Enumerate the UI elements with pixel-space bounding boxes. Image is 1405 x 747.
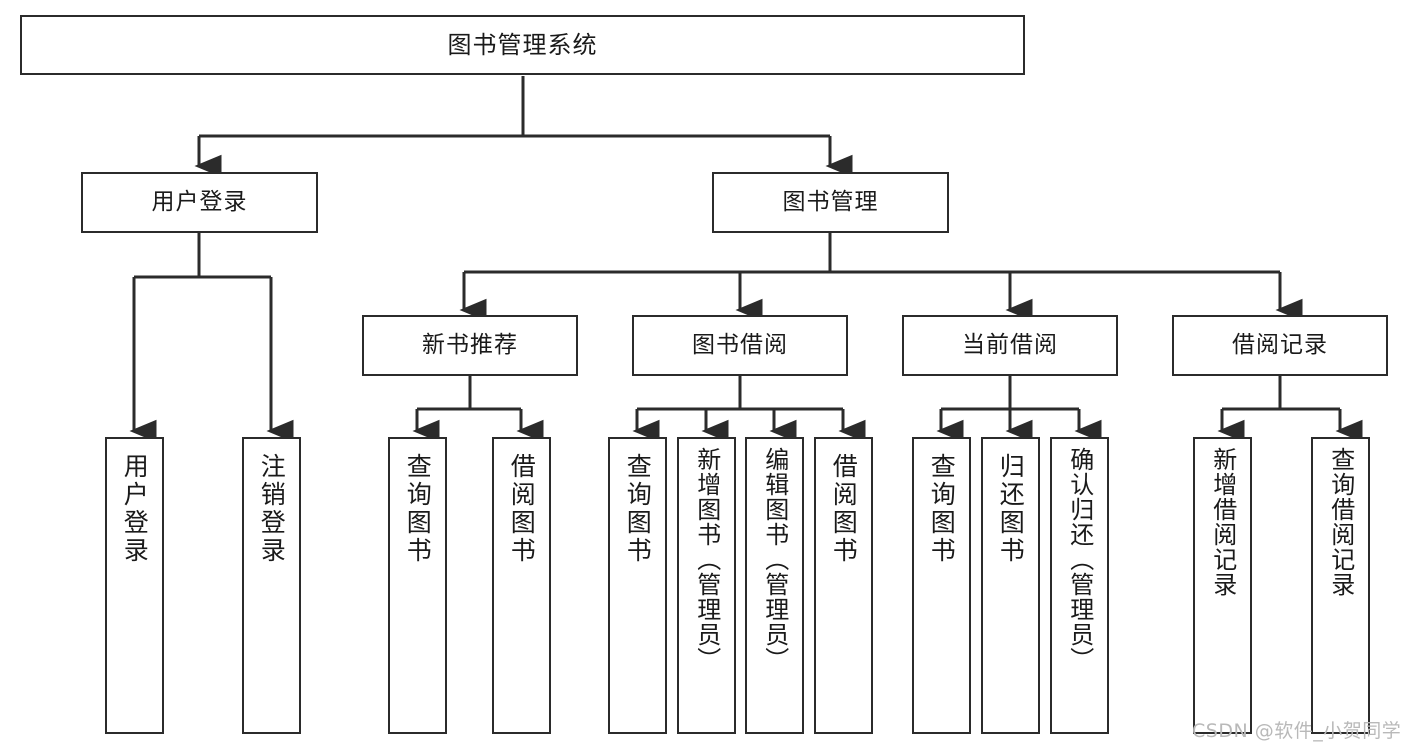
- node-leaf-query-record-label: 查询借阅记录: [1326, 447, 1355, 597]
- node-leaf-logout-login[interactable]: 注销登录: [242, 437, 301, 734]
- node-leaf-return-book-label: 归还图书: [996, 453, 1026, 565]
- node-leaf-add-record-label: 新增借阅记录: [1208, 447, 1237, 597]
- node-root[interactable]: 图书管理系统: [20, 15, 1025, 75]
- node-leaf-user-login-label: 用户登录: [120, 453, 150, 565]
- node-leaf-query-book-2[interactable]: 查询图书: [608, 437, 667, 734]
- node-borrow-record[interactable]: 借阅记录: [1172, 315, 1388, 376]
- node-book-borrow[interactable]: 图书借阅: [632, 315, 848, 376]
- node-leaf-query-book-3[interactable]: 查询图书: [912, 437, 971, 734]
- node-leaf-logout-login-label: 注销登录: [257, 453, 287, 565]
- node-user-login-label: 用户登录: [151, 188, 248, 215]
- node-leaf-borrow-book-2-label: 借阅图书: [829, 453, 859, 565]
- node-book-borrow-label: 图书借阅: [692, 331, 788, 358]
- node-new-book-recommend[interactable]: 新书推荐: [362, 315, 578, 376]
- node-leaf-add-book[interactable]: 新增图书（管理员）: [677, 437, 736, 734]
- node-leaf-edit-book-label: 编辑图书（管理员）: [760, 447, 789, 672]
- node-borrow-record-label: 借阅记录: [1232, 331, 1328, 358]
- node-leaf-confirm-return-label: 确认归还（管理员）: [1065, 447, 1094, 672]
- node-leaf-query-book-1-label: 查询图书: [403, 453, 433, 565]
- node-leaf-borrow-book-1-label: 借阅图书: [507, 453, 537, 565]
- node-leaf-add-record[interactable]: 新增借阅记录: [1193, 437, 1252, 734]
- node-user-login[interactable]: 用户登录: [81, 172, 318, 233]
- node-root-label: 图书管理系统: [447, 30, 598, 59]
- node-leaf-query-book-3-label: 查询图书: [927, 453, 957, 565]
- node-leaf-query-record[interactable]: 查询借阅记录: [1311, 437, 1370, 734]
- node-book-manage[interactable]: 图书管理: [712, 172, 949, 233]
- node-leaf-query-book-2-label: 查询图书: [623, 453, 653, 565]
- node-new-book-recommend-label: 新书推荐: [422, 331, 518, 358]
- csdn-watermark: CSDN @软件_小贺同学: [1192, 720, 1402, 742]
- node-leaf-confirm-return[interactable]: 确认归还（管理员）: [1050, 437, 1109, 734]
- node-leaf-add-book-label: 新增图书（管理员）: [692, 447, 721, 672]
- node-leaf-user-login[interactable]: 用户登录: [105, 437, 164, 734]
- node-leaf-edit-book[interactable]: 编辑图书（管理员）: [745, 437, 804, 734]
- node-current-borrow[interactable]: 当前借阅: [902, 315, 1118, 376]
- node-current-borrow-label: 当前借阅: [962, 331, 1058, 358]
- node-leaf-borrow-book-2[interactable]: 借阅图书: [814, 437, 873, 734]
- node-leaf-query-book-1[interactable]: 查询图书: [388, 437, 447, 734]
- node-leaf-borrow-book-1[interactable]: 借阅图书: [492, 437, 551, 734]
- node-leaf-return-book[interactable]: 归还图书: [981, 437, 1040, 734]
- node-book-manage-label: 图书管理: [782, 188, 879, 215]
